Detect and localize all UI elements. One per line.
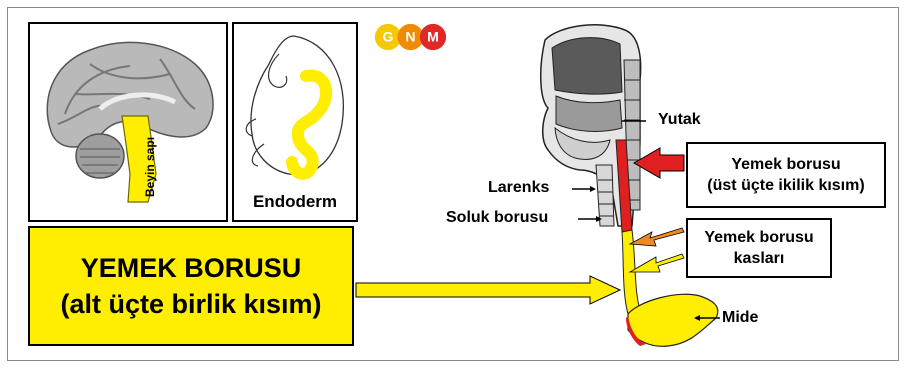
esophagus-upper-line1: Yemek borusu — [731, 154, 840, 175]
esophagus-upper-arrow — [634, 148, 684, 178]
larynx-label: Larenks — [488, 179, 549, 197]
esophagus-muscles-box: Yemek borusu kasları — [686, 218, 832, 278]
esophagus-upper-line2: (üst üçte ikilik kısım) — [707, 175, 864, 196]
pharynx-label: Yutak — [658, 111, 701, 129]
trachea-label: Soluk borusu — [446, 209, 548, 227]
stomach-highlight — [628, 294, 718, 346]
esophagus-upper-box: Yemek borusu (üst üçte ikilik kısım) — [686, 142, 886, 208]
stomach-label: Mide — [722, 309, 758, 327]
esophagus-muscles-line1: Yemek borusu — [704, 227, 813, 248]
main-yellow-arrow — [356, 276, 620, 304]
esophagus-muscles-line2: kasları — [734, 248, 785, 269]
muscle-arrow-lower — [630, 254, 684, 272]
muscle-arrow-upper — [630, 228, 684, 246]
